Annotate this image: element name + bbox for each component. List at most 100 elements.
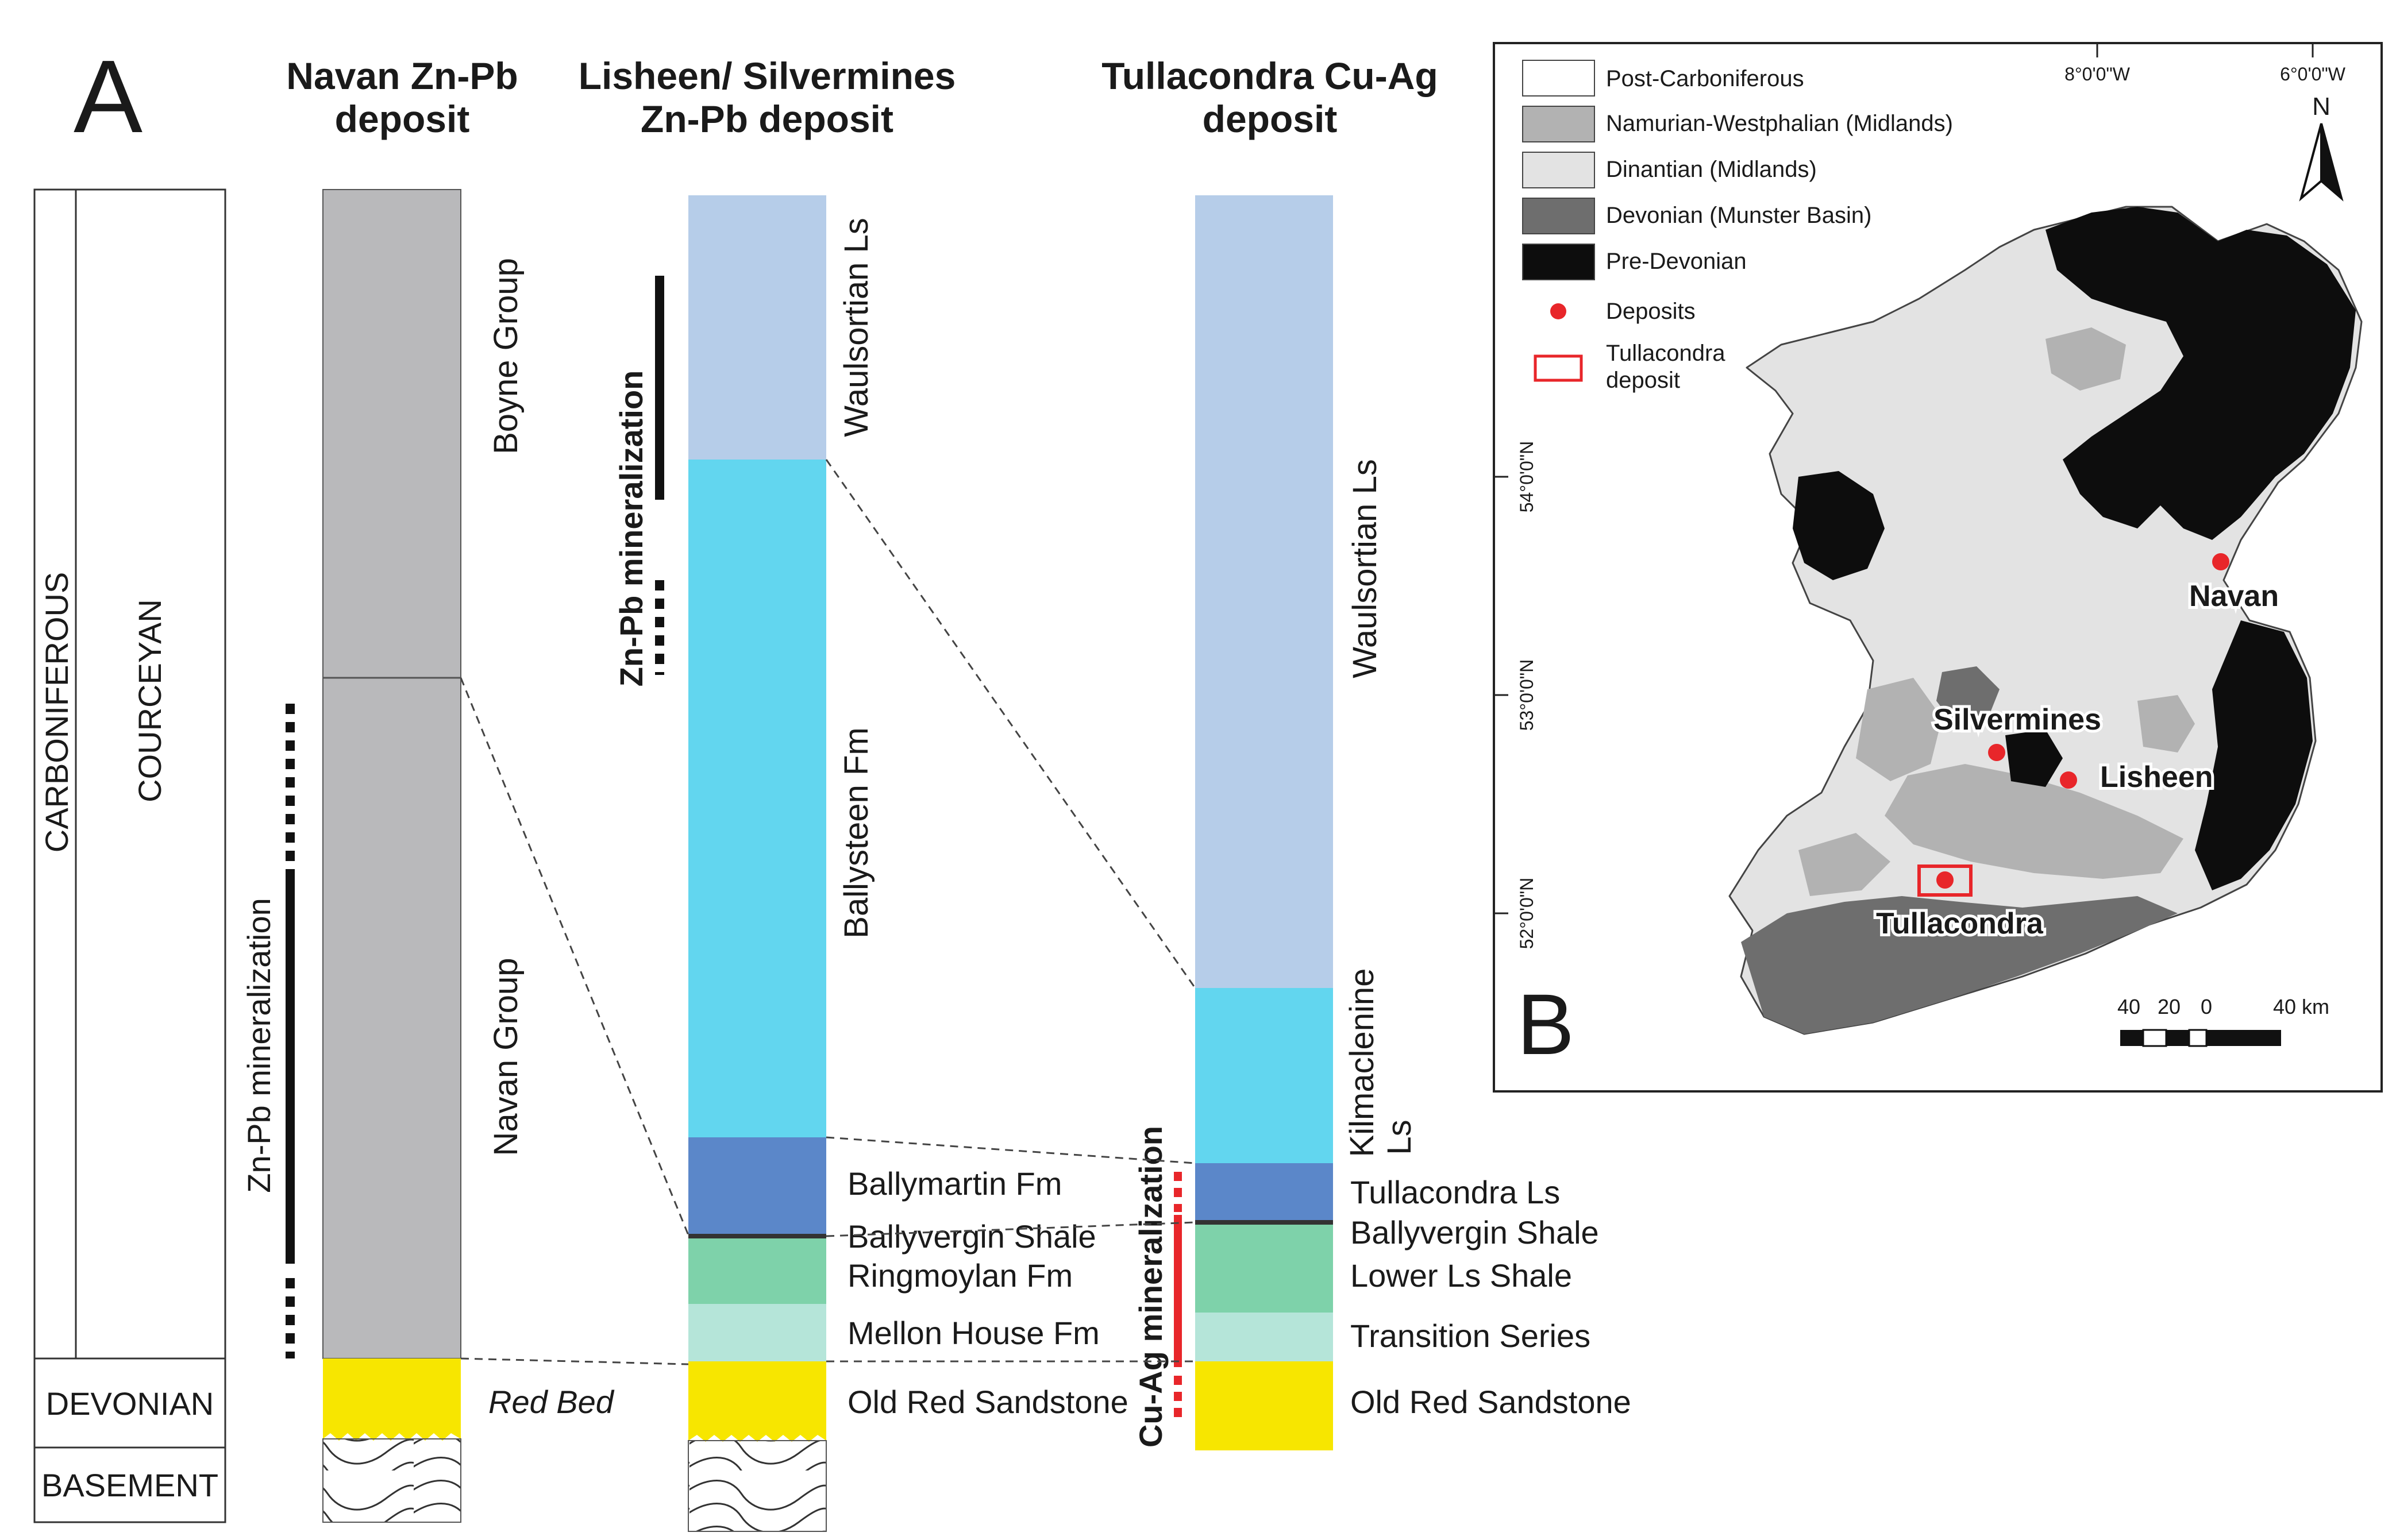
lisheen-ballysteen-label: Ballysteen Fm: [838, 727, 875, 938]
tullacondra-lower-ls-label: Lower Ls Shale: [1350, 1257, 1572, 1294]
tullacondra-ballyvergin-label: Ballyvergin Shale: [1350, 1214, 1599, 1250]
tullacondra-waulsortian-label: Waulsortian Ls: [1346, 459, 1384, 678]
scale-segment-2: [2142, 1029, 2167, 1047]
navan-header-line1: Navan Zn-Pb: [286, 55, 518, 97]
scale-label-0: 0: [2201, 995, 2212, 1018]
panel-b: Post-Carboniferous Namurian-Westphalian …: [1493, 42, 2383, 1093]
tullacondra-deposit-label: Tullacondra: [1876, 907, 2044, 940]
namurian-east: [2137, 695, 2195, 752]
lisheen-ringmoylan-label: Ringmoylan Fm: [848, 1257, 1073, 1294]
tullacondra-waulsortian-unit: [1195, 195, 1333, 988]
navan-red-bed-unit: [323, 1358, 461, 1441]
tullacondra-deposit-marker: [1936, 871, 1954, 889]
scale-bar: 40 20 0 40 km: [2117, 995, 2329, 1047]
tullacondra-column: Tullacondra Cu-Ag deposit Waulsortian Ls…: [1101, 55, 1631, 1450]
timescale-column: CARBONIFEROUS COURCEYAN DEVONIAN BASEMEN…: [33, 188, 226, 1523]
lisheen-waulsortian-unit: [688, 195, 826, 460]
lisheen-ballyvergin-label: Ballyvergin Shale: [848, 1218, 1096, 1255]
lisheen-basement-unit: [688, 1440, 827, 1532]
map-deposits: Navan Silvermines Lisheen Tullacondra: [1873, 553, 2282, 943]
scale-label-40a: 40: [2117, 995, 2140, 1018]
lisheen-ballymartin-label: Ballymartin Fm: [848, 1165, 1062, 1202]
navan-mineralization-label: Zn-Pb mineralization: [241, 898, 277, 1193]
lon-label-6w: 6°0'0"W: [2280, 64, 2346, 84]
correlation-navan-lisheen-top: [460, 677, 689, 1236]
lisheen-ballysteen-unit: [688, 460, 826, 1137]
lon-label-8w: 8°0'0"W: [2064, 64, 2131, 84]
devonian-label: DEVONIAN: [46, 1385, 214, 1422]
navan-column: Navan Zn-Pb deposit Boyne Group Navan Gr…: [241, 55, 615, 1523]
tullacondra-kilmaclenine-ls-label: Ls: [1381, 1120, 1418, 1155]
legend-label-devonian: Devonian (Munster Basin): [1606, 203, 1871, 228]
lisheen-ringmoylan-unit: [688, 1238, 826, 1304]
lisheen-header-line2: Zn-Pb deposit: [641, 98, 893, 140]
legend-label-tullacondra-1: Tullacondra: [1606, 341, 1725, 366]
lisheen-old-red-unit: [688, 1361, 826, 1442]
legend-deposit-marker: [1550, 303, 1566, 319]
lisheen-old-red-label: Old Red Sandstone: [848, 1384, 1128, 1420]
scale-segment-1: [2120, 1030, 2143, 1046]
devonian-box: [33, 1357, 226, 1449]
legend-label-post-carboniferous: Post-Carboniferous: [1606, 66, 1804, 91]
panel-a: A CARBONIFEROUS COURCEYAN DEVONIAN BASEM…: [33, 39, 1631, 1532]
tullacondra-transition-unit: [1195, 1313, 1333, 1361]
legend-swatch-devonian: [1522, 198, 1595, 234]
correlation-lines: [460, 459, 1196, 1365]
navan-boyne-group-label: Boyne Group: [487, 258, 525, 454]
navan-gray-unit: [322, 189, 461, 1359]
lisheen-waulsortian-label: Waulsortian Ls: [838, 218, 875, 437]
silvermines-deposit-marker: [1988, 744, 2005, 761]
silvermines-deposit-label: Silvermines: [1933, 703, 2101, 736]
legend-tullacondra-box: [1534, 354, 1583, 382]
lat-label-53n: 53°0'0"N: [1516, 659, 1537, 731]
cu-ag-mineralization-label: Cu-Ag mineralization: [1132, 1126, 1169, 1448]
ireland-map: [1728, 206, 2363, 1035]
legend-swatch-pre-devonian: [1522, 244, 1595, 280]
lat-label-52n: 52°0'0"N: [1516, 878, 1537, 950]
pre-devonian-north: [2046, 207, 2356, 540]
lisheen-mellon-house-unit: [688, 1304, 826, 1361]
panel-b-letter: B: [1517, 976, 1574, 1072]
legend-label-pre-devonian: Pre-Devonian: [1606, 249, 1747, 274]
lat-label-54n: 54°0'0"N: [1516, 441, 1537, 513]
correlation-lisheen-tullacondra-waulsortian: [825, 459, 1196, 989]
legend-swatch-dinantian: [1522, 152, 1595, 188]
lisheen-mineralization-label: Zn-Pb mineralization: [613, 370, 649, 687]
legend-swatch-namurian: [1522, 106, 1595, 142]
lisheen-deposit-label: Lisheen: [2100, 761, 2213, 794]
namurian-southwest: [1798, 833, 1890, 896]
devonian-munster: [1741, 896, 2178, 1034]
scale-segment-3: [2166, 1030, 2189, 1046]
correlation-navan-lisheen-base: [460, 1357, 689, 1365]
tullacondra-old-red-unit: [1195, 1361, 1333, 1450]
scale-label-40km: 40 km: [2273, 995, 2329, 1018]
namurian-south-central: [1885, 764, 2183, 879]
legend-swatch-post-carboniferous: [1522, 60, 1595, 97]
tullacondra-transition-label: Transition Series: [1350, 1318, 1590, 1354]
lisheen-mellon-label: Mellon House Fm: [848, 1315, 1100, 1351]
north-arrow: N: [2299, 92, 2344, 202]
namurian-west: [1856, 678, 1942, 781]
correlation-lisheen-tullacondra-shale: [826, 1221, 1196, 1237]
scale-segment-5: [2206, 1030, 2281, 1046]
legend-label-deposits: Deposits: [1606, 299, 1696, 324]
lisheen-deposit-marker: [2060, 771, 2077, 789]
basement-label: BASEMENT: [41, 1467, 218, 1503]
panel-a-letter: A: [74, 39, 142, 155]
tullacondra-deposit-box: [1917, 864, 1973, 897]
navan-red-bed-label: Red Bed: [488, 1384, 615, 1420]
tullacondra-kilmaclenine-unit: [1195, 988, 1333, 1163]
basement-box: [33, 1446, 226, 1523]
devonian-silvermines: [1936, 666, 2000, 724]
navan-navan-group-label: Navan Group: [487, 958, 525, 1156]
tullacondra-ls-unit: [1195, 1163, 1333, 1221]
courceyan-box: [75, 188, 226, 1360]
pre-devonian-silvermines: [2005, 730, 2063, 787]
lisheen-ballymartin-unit: [688, 1137, 826, 1235]
tullacondra-old-red-label: Old Red Sandstone: [1350, 1384, 1631, 1420]
scale-segment-4: [2188, 1029, 2208, 1047]
tullacondra-ls-label: Tullacondra Ls: [1350, 1174, 1560, 1210]
pre-devonian-west: [1793, 471, 1885, 580]
navan-header-line2: deposit: [335, 98, 470, 140]
legend-label-namurian: Namurian-Westphalian (Midlands): [1606, 111, 1953, 136]
